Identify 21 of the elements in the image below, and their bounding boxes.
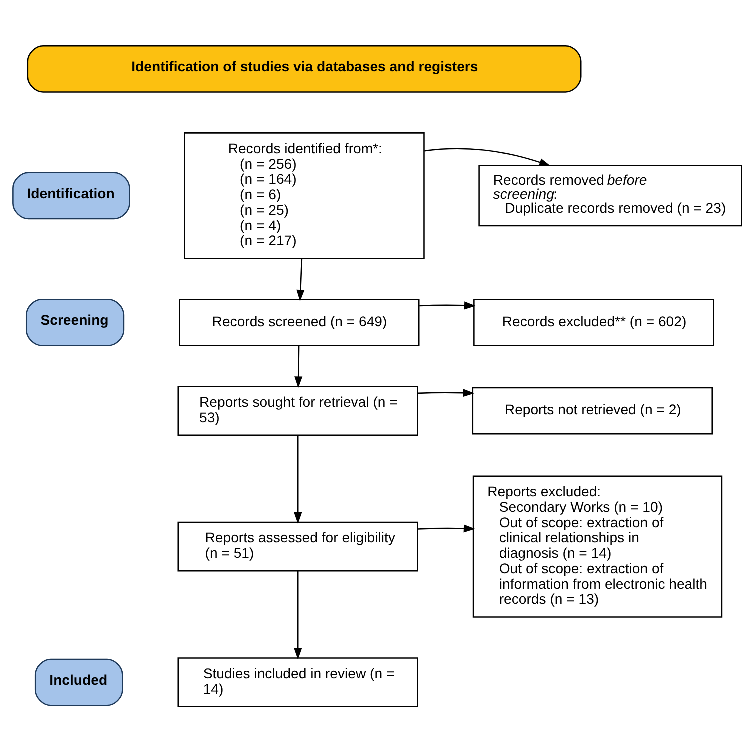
arrow (424, 148, 552, 166)
node-box: Identification (12, 172, 130, 220)
node-box: Reports excluded: Secondary Works (n = 10) Out of scope: extraction of clinical relationships in diagnosis (n = 14) Out of scope: extraction of information from electronic health records (n = 13) (472, 476, 723, 618)
arrow (418, 389, 475, 398)
node-box: Records screened (n = 649) (179, 299, 420, 346)
arrow (296, 258, 305, 302)
node-box: Reports assessed for eligibility (n = 51) (178, 522, 418, 572)
node-box: Included (34, 658, 124, 706)
arrow (418, 524, 476, 533)
node-box: Reports not retrieved (n = 2) (472, 387, 713, 435)
node-box: Records excluded** (n = 602) (474, 299, 714, 346)
node-box: Identification of studies via databases and registers (27, 45, 582, 93)
node-box: Records identified from*: (n = 256) (n = 164) (n = 6) (n = 25) (n = 4) (n = 217) (184, 132, 425, 260)
node-box: Screening (26, 299, 125, 346)
arrow (294, 571, 302, 660)
arrow (420, 302, 476, 310)
arrow (294, 346, 303, 388)
arrow (294, 436, 302, 524)
node-box: Reports sought for retrieval (n = 53) (178, 386, 418, 436)
node-box: Records removed before screening: Duplicate records removed (n = 23) (478, 165, 742, 227)
node-box: Studies included in review (n = 14) (178, 658, 418, 708)
